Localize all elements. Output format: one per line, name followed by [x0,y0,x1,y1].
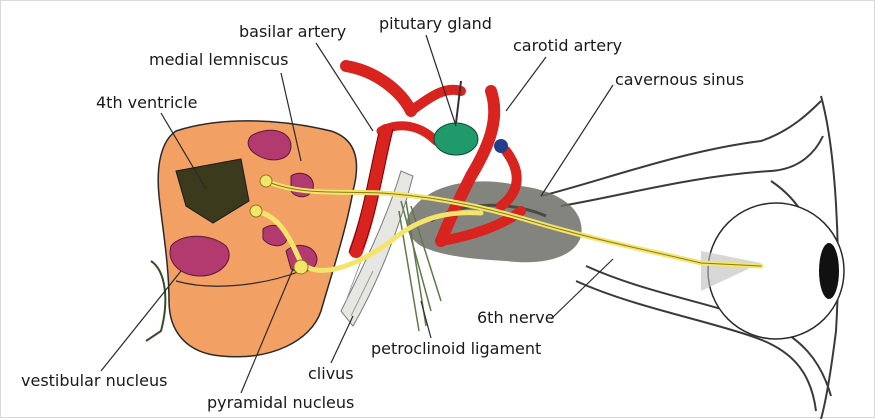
brainstem [146,121,357,357]
label-basilar-artery: basilar artery [239,23,346,41]
label-clivus: clivus [308,365,354,383]
label-cavernous-sinus: cavernous sinus [615,71,744,89]
label-petroclinoid-ligament: petroclinoid ligament [371,340,541,358]
label-sixth-nerve: 6th nerve [477,309,555,327]
label-pituitary-gland: pitutary gland [379,15,492,33]
leader-basilar [316,43,373,131]
leader-vestibular [101,271,181,371]
leader-6th [551,259,613,319]
leader-carotid [506,57,546,111]
label-pyramidal-nucleus: pyramidal nucleus [207,394,354,412]
leader-clivus [331,316,353,363]
leader-pituitary [426,35,456,126]
label-vestibular-nucleus: vestibular nucleus [21,372,167,390]
eyeball [701,203,844,339]
label-medial-lemniscus: medial lemniscus [149,51,288,69]
label-fourth-ventricle: 4th ventricle [96,94,198,112]
label-carotid-artery: carotid artery [513,37,622,55]
